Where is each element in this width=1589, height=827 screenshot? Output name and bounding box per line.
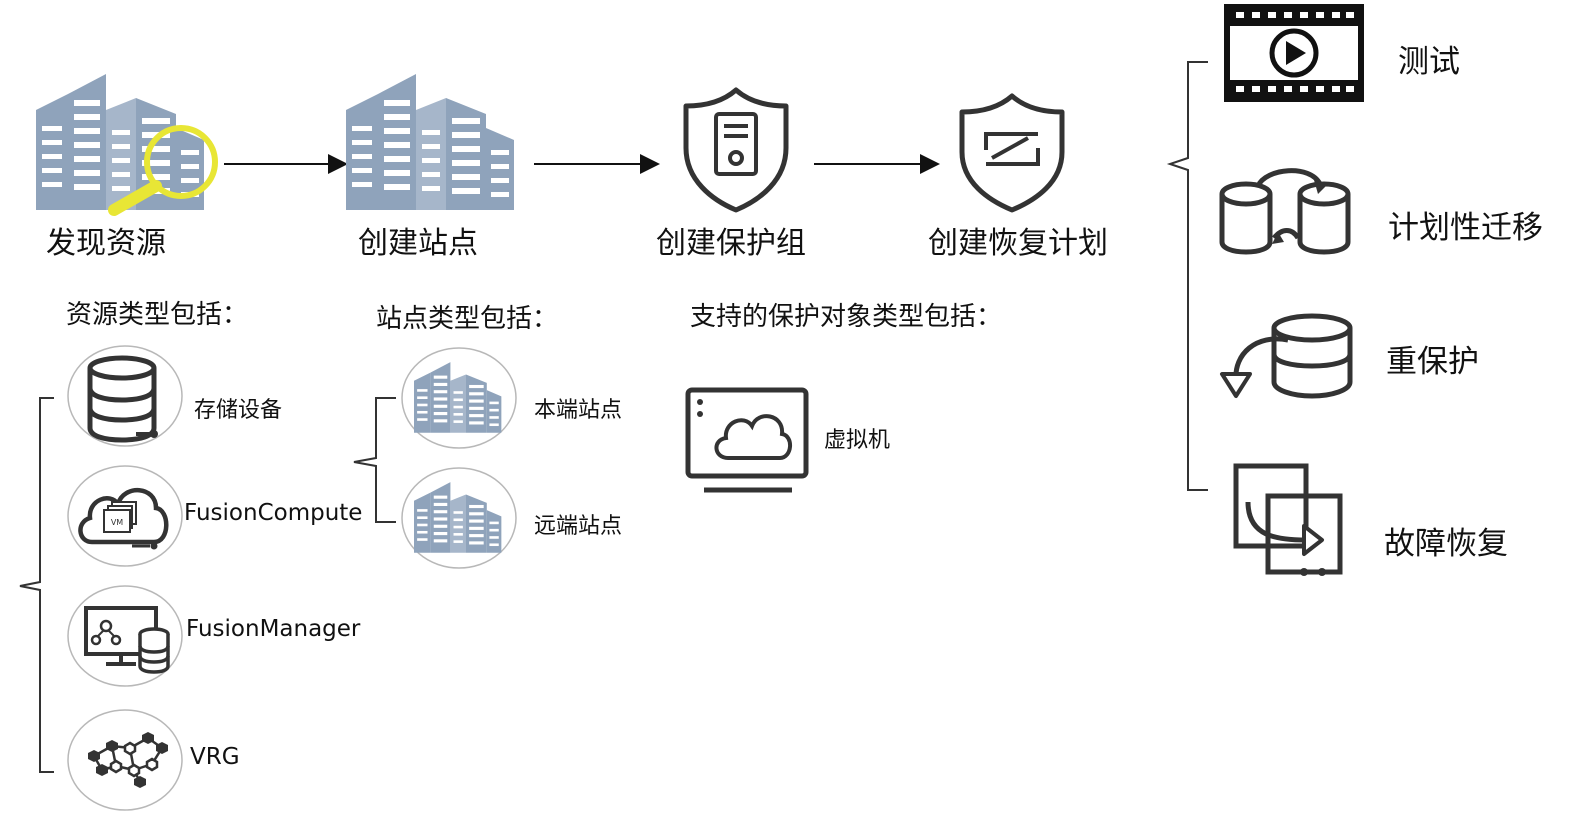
resources-heading: 资源类型包括： xyxy=(66,300,249,330)
resource-label: 存储设备 xyxy=(194,398,283,423)
shield-sync-icon xyxy=(959,93,1065,213)
scenario-label: 重保护 xyxy=(1386,344,1479,380)
building-icon xyxy=(401,347,517,449)
step-label: 发现资源 xyxy=(46,226,166,261)
resource-vrg xyxy=(66,708,184,812)
resource-fusionmanager xyxy=(66,584,184,688)
film-play-icon xyxy=(1224,4,1364,102)
monitor-database-icon xyxy=(67,585,183,687)
arrow-icon xyxy=(814,154,940,174)
scenario-planned-migration xyxy=(1218,166,1354,258)
protection-vm xyxy=(684,386,814,496)
scenario-label: 测试 xyxy=(1398,44,1460,80)
cloud-vm-icon: VM xyxy=(67,465,183,567)
document-failover-icon xyxy=(1233,463,1343,576)
protection-heading: 支持的保护对象类型包括： xyxy=(690,302,1003,332)
scenario-label: 故障恢复 xyxy=(1384,526,1508,562)
step-discover-resources xyxy=(36,70,218,216)
scenario-test xyxy=(1222,2,1366,104)
protection-label: 虚拟机 xyxy=(824,428,891,453)
step-label: 创建保护组 xyxy=(656,226,806,261)
network-hexagon-icon xyxy=(67,709,183,811)
svg-text:VM: VM xyxy=(111,518,123,527)
arrow-icon xyxy=(224,154,348,174)
building-icon xyxy=(401,467,517,569)
scenarios-bracket xyxy=(1166,61,1208,491)
database-reprotect-icon xyxy=(1220,313,1353,399)
scenario-reprotect xyxy=(1216,310,1356,402)
resource-storage xyxy=(66,344,184,448)
sites-heading: 站点类型包括： xyxy=(376,304,559,334)
step-create-site xyxy=(346,70,526,210)
site-remote xyxy=(400,466,518,570)
resource-label: FusionManager xyxy=(186,616,361,642)
step-create-recovery-plan xyxy=(956,92,1068,214)
arrow-icon xyxy=(534,154,660,174)
scenario-failover xyxy=(1232,462,1344,580)
database-migrate-icon xyxy=(1219,168,1351,255)
building-icon xyxy=(346,74,514,210)
step-label: 创建站点 xyxy=(358,226,478,261)
scenario-label: 计划性迁移 xyxy=(1388,210,1543,246)
resource-label: VRG xyxy=(190,744,240,770)
step-label: 创建恢复计划 xyxy=(928,226,1108,261)
site-local xyxy=(400,346,518,450)
resources-bracket xyxy=(19,397,54,773)
database-icon xyxy=(67,345,183,447)
resource-label: FusionCompute xyxy=(184,500,363,526)
site-label: 本端站点 xyxy=(534,398,623,423)
resource-fusioncompute: VM xyxy=(66,464,184,568)
site-label: 远端站点 xyxy=(534,514,623,539)
shield-server-icon xyxy=(683,87,789,213)
sites-bracket xyxy=(353,397,396,523)
building-search-icon xyxy=(36,74,218,216)
step-create-protection-group xyxy=(680,84,792,214)
monitor-cloud-icon xyxy=(685,387,809,493)
